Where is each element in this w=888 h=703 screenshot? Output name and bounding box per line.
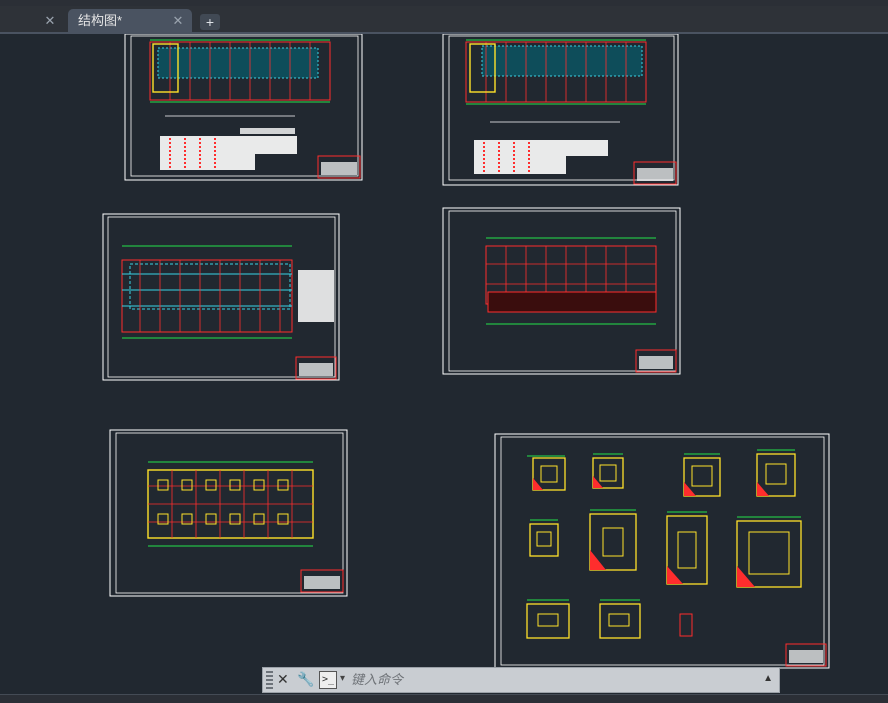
- schedule-table: [298, 270, 334, 322]
- foundation-plan: [147, 461, 314, 547]
- close-icon[interactable]: ✕: [172, 13, 184, 28]
- title-block: [317, 155, 361, 179]
- floor-plan-1: [149, 39, 331, 134]
- wrench-icon[interactable]: 🔧: [297, 671, 315, 687]
- new-tab-button[interactable]: +: [200, 14, 220, 30]
- plus-icon: +: [205, 14, 215, 30]
- drawing-sheet-2[interactable]: [442, 34, 679, 186]
- schedule-table: [474, 140, 566, 174]
- tab-structure-drawing[interactable]: 结构图* ✕: [68, 9, 192, 32]
- drag-handle[interactable]: [266, 671, 273, 689]
- document-tab-bar: ✕ 结构图* ✕ +: [0, 6, 888, 34]
- column-plan: [485, 237, 657, 325]
- tab-label: 结构图*: [78, 13, 123, 28]
- close-icon[interactable]: ✕: [44, 13, 56, 28]
- drawing-sheet-1[interactable]: [124, 34, 363, 181]
- command-line: ✕ 🔧 >_ ▾ 键入命令 ▲: [262, 667, 780, 693]
- title-block: [635, 349, 677, 373]
- chevron-up-icon[interactable]: ▲: [763, 673, 773, 684]
- title-block: [300, 569, 344, 593]
- title-block: [785, 643, 827, 667]
- status-bar: [0, 694, 888, 703]
- drawing-sheet-5[interactable]: [109, 429, 348, 597]
- drawing-sheet-6[interactable]: [494, 433, 830, 669]
- beam-plan: [121, 245, 293, 339]
- footing-details: [526, 449, 802, 639]
- tab-previous-drawing[interactable]: ✕: [0, 9, 68, 32]
- chevron-down-icon[interactable]: ▾: [340, 673, 346, 684]
- title-block: [295, 356, 337, 380]
- command-input[interactable]: 键入命令: [351, 672, 404, 687]
- drawing-sheet-4[interactable]: [442, 207, 681, 375]
- schedule-table: [160, 136, 255, 170]
- command-prompt-icon[interactable]: >_: [319, 671, 337, 689]
- close-icon[interactable]: ✕: [277, 671, 289, 687]
- model-space-canvas[interactable]: [0, 34, 888, 696]
- drawing-sheet-3[interactable]: [102, 213, 340, 381]
- title-block: [633, 161, 677, 185]
- floor-plan-2: [465, 39, 647, 123]
